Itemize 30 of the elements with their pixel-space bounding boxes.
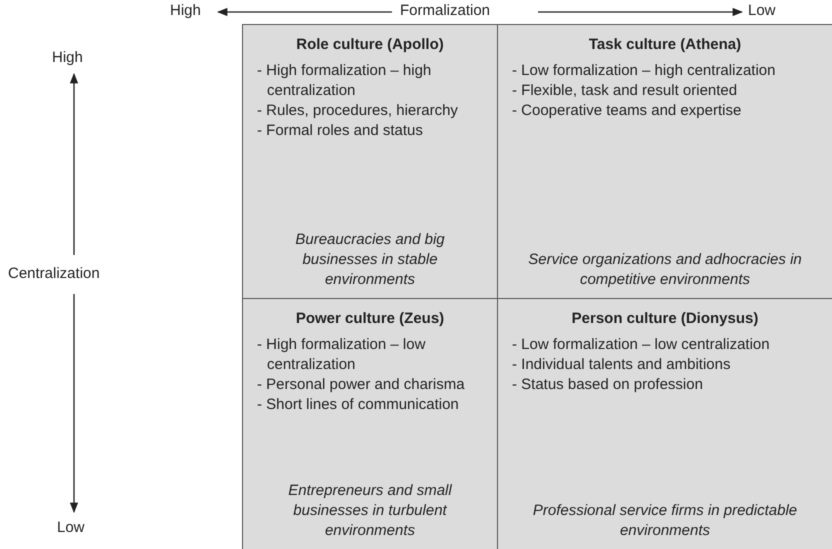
- bullet-item: - Low formalization – low centralization: [512, 335, 771, 355]
- bullet-item: - Cooperative teams and expertise: [512, 101, 742, 121]
- axis-label: Low: [748, 1, 776, 21]
- axis-label: Centralization: [8, 264, 100, 284]
- quadrant-heading: Person culture (Dionysus): [570, 309, 760, 329]
- quadrant-cell: [242, 24, 497, 298]
- quadrant-description: Service organizations and adhocracies in competitive environments: [527, 250, 803, 290]
- quadrant-heading: Role culture (Apollo): [295, 35, 445, 55]
- bullet-item: - High formalization – high centralization: [257, 61, 432, 101]
- bullet-item: - Personal power and charisma: [257, 375, 466, 395]
- quadrant-heading: Task culture (Athena): [588, 35, 742, 55]
- bullet-item: - Flexible, task and result oriented: [512, 81, 738, 101]
- axis-label: Low: [57, 518, 85, 538]
- bullet-item: - High formalization – low centralization: [257, 335, 426, 375]
- bullet-item: - Rules, procedures, hierarchy: [257, 101, 459, 121]
- quadrant-cell: [497, 24, 832, 298]
- bullet-item: - Status based on profession: [512, 375, 704, 395]
- quadrant-cell: [497, 298, 832, 549]
- bullet-item: - Individual talents and ambitions: [512, 355, 732, 375]
- axis-label: High: [170, 1, 201, 21]
- bullet-item: - Formal roles and status: [257, 121, 424, 141]
- quadrant-description: Bureaucracies and big businesses in stable environments: [294, 230, 446, 290]
- bullet-item: - Short lines of communication: [257, 395, 460, 415]
- quadrant-cell: [242, 298, 497, 549]
- axis-label: Formalization: [400, 1, 490, 21]
- quadrant-description: Professional service firms in predictable environments: [532, 501, 798, 541]
- axis-label: High: [52, 48, 83, 68]
- bullet-item: - Low formalization – high centralization: [512, 61, 776, 81]
- quadrant-description: Entrepreneurs and small businesses in turbulent environments: [287, 481, 453, 541]
- quadrant-heading: Power culture (Zeus): [294, 309, 446, 329]
